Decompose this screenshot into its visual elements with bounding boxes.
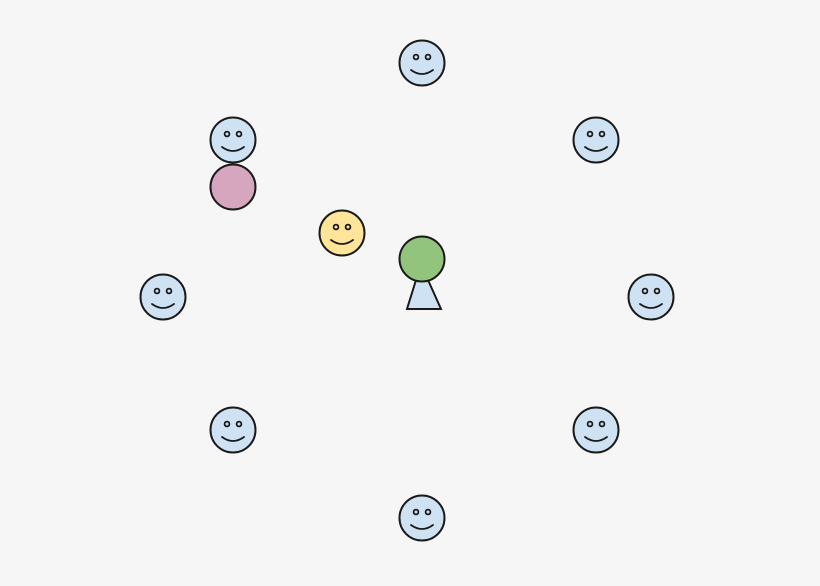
smiley-face-top-right	[572, 116, 620, 164]
smile-mouth	[639, 303, 663, 309]
face-circle	[627, 273, 675, 321]
right-eye	[235, 420, 243, 428]
smiley-face-right	[627, 273, 675, 321]
right-eye	[344, 223, 352, 231]
right-eye	[653, 287, 661, 295]
right-eye	[165, 287, 173, 295]
smile-mouth	[221, 146, 245, 152]
face-circle	[572, 116, 620, 164]
central-figure	[398, 235, 446, 310]
left-eye	[223, 130, 231, 138]
left-eye	[223, 420, 231, 428]
smile-mouth	[221, 436, 245, 442]
left-eye	[641, 287, 649, 295]
face-circle	[398, 39, 446, 87]
smile-mouth	[410, 524, 434, 530]
right-eye	[235, 130, 243, 138]
smiley-face-bottom-left	[209, 406, 257, 454]
smile-mouth	[151, 303, 175, 309]
smile-mouth	[330, 239, 354, 245]
figure-head	[398, 235, 446, 283]
left-eye	[332, 223, 340, 231]
smile-mouth	[584, 436, 608, 442]
smiley-face-top-left	[209, 116, 257, 164]
smiley-face-bottom-right	[572, 406, 620, 454]
face-circle	[398, 494, 446, 542]
left-eye	[412, 508, 420, 516]
face-circle	[209, 406, 257, 454]
smiley-face-left	[139, 273, 187, 321]
figure-body	[405, 279, 443, 310]
left-eye	[153, 287, 161, 295]
left-eye	[586, 420, 594, 428]
pink-ball	[209, 163, 257, 211]
right-eye	[424, 508, 432, 516]
smile-mouth	[584, 146, 608, 152]
face-circle	[572, 406, 620, 454]
face-circle	[209, 116, 257, 164]
face-circle	[318, 209, 366, 257]
right-eye	[424, 53, 432, 61]
smiley-face-bottom	[398, 494, 446, 542]
right-eye	[598, 420, 606, 428]
left-eye	[412, 53, 420, 61]
right-eye	[598, 130, 606, 138]
face-circle	[139, 273, 187, 321]
left-eye	[586, 130, 594, 138]
smiley-face-center	[318, 209, 366, 257]
smiley-face-top	[398, 39, 446, 87]
smile-mouth	[410, 69, 434, 75]
